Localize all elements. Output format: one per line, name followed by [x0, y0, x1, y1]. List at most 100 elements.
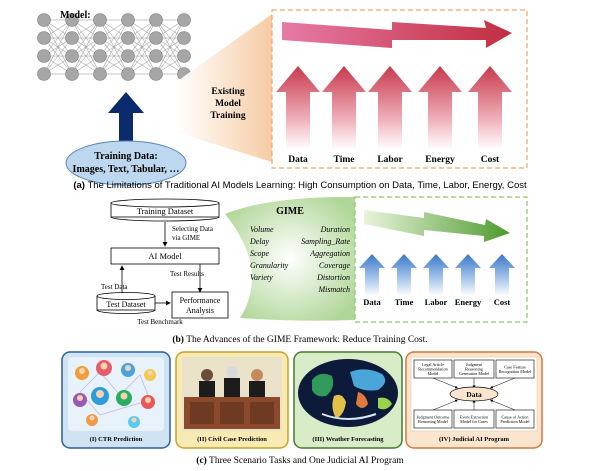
panel-c: (I) CTR Prediction (II) Civil Case Predi… — [61, 351, 543, 449]
training-data-types: Images, Text, Tabular, … — [73, 164, 180, 175]
resource-arrow — [455, 254, 481, 296]
judicial-model-label: Model for Cases — [460, 419, 488, 424]
judicial-model-box — [495, 409, 535, 429]
resource-label: Time — [395, 297, 414, 307]
caption-b-letter: (b) — [172, 334, 184, 345]
gime-term: Delay — [249, 237, 270, 246]
task-card-civil: (II) Civil Case Prediction — [175, 351, 289, 449]
orange-fan-shape — [176, 14, 272, 162]
judicial-data-label: Data — [466, 390, 482, 399]
resource-arrow — [423, 254, 449, 296]
gime-terms: VolumeDelayScopeGranularityVarietyDurati… — [249, 225, 350, 294]
network-node — [121, 49, 135, 63]
existing-training-line3: Training — [210, 111, 245, 121]
network-node — [121, 67, 135, 81]
resource-arrow — [276, 66, 320, 150]
selecting-data-line1: Selecting Data — [172, 225, 214, 233]
caption-b-text: The Advances of the GIME Framework: Redu… — [186, 334, 427, 345]
courtroom-icon — [182, 357, 282, 431]
judicial-data-node — [449, 386, 499, 402]
network-node — [177, 13, 191, 27]
gime-blob — [225, 196, 355, 321]
network-node — [37, 13, 51, 27]
network-node — [149, 31, 163, 45]
resource-arrow — [322, 66, 366, 150]
resource-arrow — [468, 66, 512, 150]
user-network-icon — [73, 360, 156, 428]
network-node — [65, 49, 79, 63]
resource-label: Cost — [481, 155, 500, 165]
panel-b: Training Dataset Selecting Data via GIME… — [96, 196, 528, 326]
panel-a: Model: Training Data: Images, Text, Tabu… — [37, 9, 528, 186]
judicial-model-label: Judgment Outcome — [417, 414, 450, 419]
resource-arrow — [489, 254, 515, 296]
resource-label: Data — [363, 297, 381, 307]
gime-term: Granularity — [250, 261, 289, 270]
judicial-model-label: Recommendation — [418, 367, 448, 372]
task-label-weather: (III) Weather Forecasting — [312, 436, 384, 443]
task-card-weather: (III) Weather Forecasting — [293, 351, 403, 449]
gime-term: Sampling_Rate — [301, 237, 350, 246]
task-label-judicial: (IV) Judicial AI Program — [439, 436, 510, 443]
performance-analysis-box — [171, 291, 229, 319]
existing-training-line2: Model — [215, 99, 241, 109]
judicial-model-label: Model — [428, 371, 440, 376]
task-label-ctr: (I) CTR Prediction — [90, 436, 143, 443]
caption-a-letter: (a) — [73, 180, 85, 191]
world-map-icon — [298, 359, 398, 427]
resource-label: Energy — [455, 297, 482, 307]
network-node — [93, 49, 107, 63]
network-node — [121, 31, 135, 45]
judicial-model-box — [453, 359, 495, 379]
network-node — [149, 49, 163, 63]
judicial-model-label: Event Extraction — [460, 414, 489, 419]
gime-title: GIME — [276, 206, 304, 217]
ai-model-box — [110, 247, 220, 265]
resource-label: Cost — [494, 297, 511, 307]
network-node — [93, 13, 107, 27]
caption-c: (c) Three Scenario Tasks and One Judicia… — [196, 455, 404, 466]
judicial-model-label: Generation Model — [459, 371, 490, 376]
gime-term: Volume — [250, 225, 274, 234]
gime-term: Distortion — [316, 273, 350, 282]
judicial-model-label: Reasoning — [465, 367, 484, 372]
performance-label: Performance — [180, 296, 221, 305]
network-node — [65, 31, 79, 45]
caption-a-text: The Limitations of Traditional AI Models… — [87, 180, 527, 191]
network-node — [121, 13, 135, 27]
gime-term: Coverage — [319, 261, 351, 270]
resource-label: Labor — [425, 297, 448, 307]
resource-arrow — [359, 254, 385, 296]
judicial-model-label: Cause of Action — [502, 414, 530, 419]
resource-label: Time — [334, 155, 355, 165]
network-node — [37, 67, 51, 81]
ai-model-label: AI Model — [148, 251, 182, 261]
gime-term: Aggregation — [309, 249, 350, 258]
neural-network-icon — [37, 13, 191, 81]
judicial-model-label: Case Feature — [504, 364, 526, 369]
task-card-judicial: Legal ArticleRecommendationModelJudgment… — [405, 351, 543, 449]
test-results-label: Test Results — [170, 270, 204, 278]
resource-arrow — [391, 254, 417, 296]
network-node — [93, 67, 107, 81]
network-node — [37, 49, 51, 63]
resource-label: Labor — [377, 155, 403, 165]
judicial-model-box — [495, 359, 535, 379]
gime-term: Variety — [250, 273, 273, 282]
selecting-data-line2: via GIME — [172, 234, 200, 242]
network-node — [177, 31, 191, 45]
network-node — [65, 67, 79, 81]
network-node — [177, 49, 191, 63]
test-dataset-cylinder: Test Dataset — [96, 292, 156, 314]
judicial-model-label: Judgment — [466, 362, 483, 367]
test-benchmark-label: Test Benchmark — [137, 318, 183, 326]
training-arrow-icon — [108, 92, 144, 143]
resource-arrows-b — [359, 254, 515, 296]
task-label-civil: (II) Civil Case Prediction — [197, 436, 267, 443]
resource-label: Energy — [425, 155, 455, 165]
judicial-model-boxes: Legal ArticleRecommendationModelJudgment… — [413, 359, 535, 429]
test-data-label: Test Data — [101, 283, 128, 291]
judicial-model-box — [413, 359, 453, 379]
task-card-ctr: (I) CTR Prediction — [61, 351, 171, 449]
